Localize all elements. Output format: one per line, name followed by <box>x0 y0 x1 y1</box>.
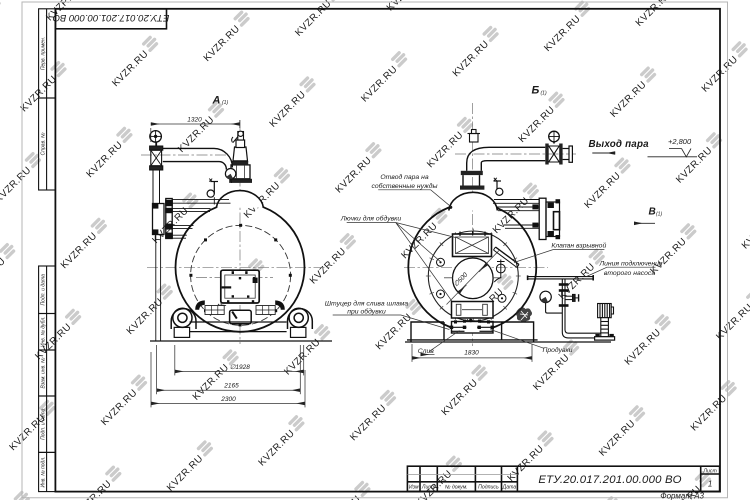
svg-text:∅1928: ∅1928 <box>230 364 251 371</box>
svg-text:ЕТУ.20.017.201.00.000 ВО: ЕТУ.20.017.201.00.000 ВО <box>538 474 681 486</box>
svg-text:ЕТУ.20.017.201.00.000 ВО: ЕТУ.20.017.201.00.000 ВО <box>52 12 169 23</box>
svg-text:Перв. примен.: Перв. примен. <box>41 37 47 70</box>
svg-text:Отвод пара на: Отвод пара на <box>380 173 428 181</box>
svg-text:Б: Б <box>532 85 540 97</box>
svg-text:(1): (1) <box>222 100 228 106</box>
svg-text:Справ. №: Справ. № <box>41 132 47 155</box>
svg-text:А: А <box>212 95 221 107</box>
svg-text:второго насоса: второго насоса <box>604 270 655 277</box>
svg-text:Слив: Слив <box>418 348 435 355</box>
svg-text:Инв. № дубл.: Инв. № дубл. <box>41 316 47 347</box>
svg-text:Подпись: Подпись <box>478 485 499 491</box>
svg-text:1320: 1320 <box>187 117 202 124</box>
svg-text:2165: 2165 <box>223 383 239 390</box>
svg-text:2300: 2300 <box>220 396 236 403</box>
svg-text:Подп. и дата: Подп. и дата <box>41 408 47 440</box>
svg-text:при обдувки: при обдувки <box>347 308 386 316</box>
svg-text:Лючки для обдувки: Лючки для обдувки <box>340 215 401 223</box>
svg-text:Взам. инв. №: Взам. инв. № <box>41 357 47 389</box>
svg-text:Изм: Изм <box>409 485 419 491</box>
svg-text:Дата: Дата <box>502 485 517 491</box>
svg-text:собственные нужды: собственные нужды <box>371 182 437 190</box>
svg-text:Линия подключения: Линия подключения <box>598 260 662 268</box>
svg-text:Лист: Лист <box>421 485 436 491</box>
svg-text:В: В <box>649 207 656 218</box>
svg-text:(1): (1) <box>656 212 662 218</box>
svg-text:1830: 1830 <box>464 350 479 357</box>
svg-text:Клапан взрывной: Клапан взрывной <box>551 242 606 250</box>
svg-text:Выход пара: Выход пара <box>589 139 650 150</box>
svg-text:Продувки: Продувки <box>542 346 572 354</box>
svg-text:Инв. № подл.: Инв. № подл. <box>41 456 47 487</box>
svg-text:Лист: Лист <box>702 468 717 474</box>
svg-text:Формат А3: Формат А3 <box>660 492 704 500</box>
svg-text:(1): (1) <box>541 91 547 97</box>
svg-text:Подп. и дата: Подп. и дата <box>41 274 47 306</box>
svg-text:1: 1 <box>708 480 712 489</box>
svg-text:№ докум.: № докум. <box>445 485 468 491</box>
svg-text:Штуцер для слива шлама: Штуцер для слива шлама <box>325 299 409 307</box>
svg-text:+2,800: +2,800 <box>668 137 692 146</box>
